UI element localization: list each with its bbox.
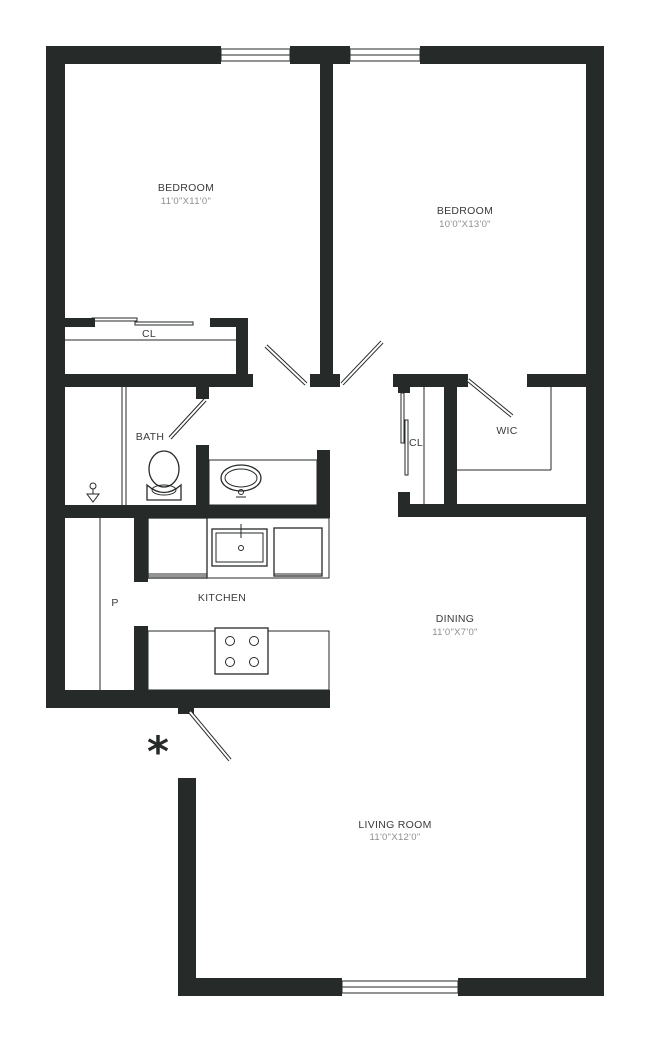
kitchen-fridge-wall <box>134 518 148 582</box>
kitchen-bottom-wall <box>46 690 330 708</box>
living-room-name: LIVING ROOM <box>358 819 431 831</box>
exterior-walls <box>46 46 604 996</box>
top-wall-middle <box>290 46 350 64</box>
bedroom-2-name: BEDROOM <box>437 205 493 217</box>
entry-door-jamb <box>178 706 194 714</box>
dining-name: DINING <box>436 613 475 625</box>
bottom-wall-right <box>458 978 604 996</box>
kitchen-sink-icon <box>211 524 268 567</box>
walk-in-closet-label: WIC <box>496 425 517 437</box>
kitchen-counter-wall <box>134 626 148 690</box>
closet-2-sliding-door <box>400 392 405 444</box>
closet-2-top-wall <box>393 374 468 387</box>
left-wall <box>46 46 65 708</box>
bedroom-divider-wall <box>320 64 333 387</box>
interior-walls <box>65 64 586 714</box>
stove-icon <box>214 627 269 675</box>
closet-1-label: CL <box>142 328 156 340</box>
bath-fixtures <box>86 450 318 506</box>
entry-marker: * <box>147 727 169 776</box>
doors <box>168 340 514 762</box>
closet-1-sliding-door <box>134 321 194 326</box>
toilet-icon <box>146 450 182 501</box>
dining-dimensions: 11'0"X7'0" <box>432 627 477 638</box>
vanity-sink-icon <box>208 459 318 506</box>
bath-door-jamb <box>196 387 209 399</box>
bath-kitchen-wall <box>65 505 330 518</box>
kitchen-label: KITCHEN <box>198 592 246 604</box>
top-wall-right <box>420 46 604 64</box>
bath-label: BATH <box>136 431 164 443</box>
closet-2-sliding-door <box>404 419 409 476</box>
closet-1-wall-right <box>210 318 248 327</box>
bottom-wall-left <box>178 978 342 996</box>
bedroom-1-bottom-wall <box>65 374 253 387</box>
closet-1-sliding-door <box>91 317 138 322</box>
closet-1-side-wall <box>236 318 248 378</box>
wic-wall-right <box>527 374 586 387</box>
living-room-dimensions: 11'0"X12'0" <box>369 832 420 843</box>
vanity-left-wall <box>196 445 209 518</box>
closet-2-divider-wall <box>444 387 457 517</box>
top-wall-left <box>46 46 221 64</box>
pantry-label: P <box>111 597 118 609</box>
room-labels: BEDROOM 11'0"X11'0" BEDROOM 10'0"X13'0" … <box>111 182 517 843</box>
windows <box>220 48 459 994</box>
shower-valve-icon <box>86 482 100 503</box>
kitchen-counter-top <box>206 517 330 579</box>
closet-2-label: CL <box>409 437 423 449</box>
closet-details <box>65 317 552 690</box>
refrigerator-icon <box>147 517 208 579</box>
bedroom-2-dimensions: 10'0"X13'0" <box>439 219 491 230</box>
dishwasher-icon <box>273 527 323 577</box>
bedroom-1-dimensions: 11'0"X11'0" <box>161 196 211 207</box>
right-wall <box>586 46 604 996</box>
hall-door-jamb <box>310 374 340 387</box>
bedroom-1-name: BEDROOM <box>158 182 214 194</box>
closet-2-wall-left <box>398 387 410 393</box>
dining-top-wall <box>398 504 586 517</box>
closet-1-wall-left <box>65 318 95 327</box>
living-left-wall <box>178 778 196 996</box>
kitchen-fixtures <box>147 517 330 691</box>
vanity-right-wall <box>317 450 330 518</box>
